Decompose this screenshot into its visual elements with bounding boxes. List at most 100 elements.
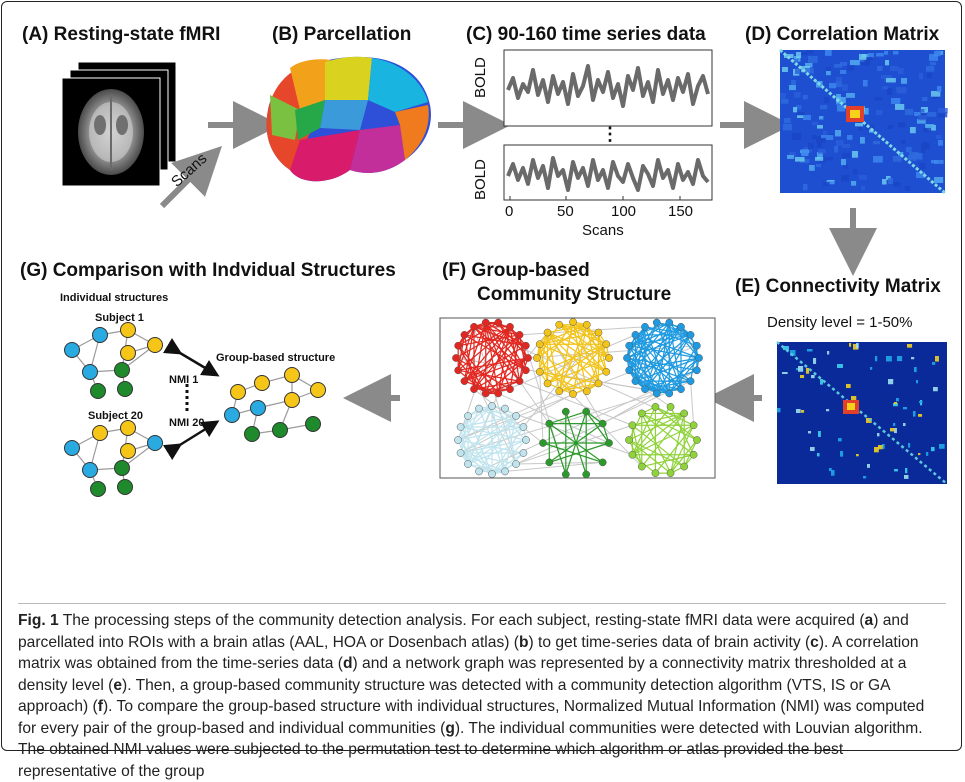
community-node xyxy=(631,377,640,385)
node xyxy=(305,416,321,432)
community-node xyxy=(582,387,591,396)
community-node xyxy=(631,331,640,339)
node xyxy=(147,435,163,451)
community-node xyxy=(680,462,689,471)
community-node xyxy=(598,419,607,428)
caption-text: The processing steps of the community de… xyxy=(18,612,925,780)
community-node xyxy=(665,389,674,398)
community-node xyxy=(561,470,570,479)
community-node xyxy=(543,328,552,337)
bold-label-top: BOLD xyxy=(472,57,489,98)
node xyxy=(117,381,133,397)
community-node xyxy=(454,366,463,375)
community-node xyxy=(494,389,503,398)
community-node xyxy=(677,385,685,394)
community-network xyxy=(439,317,716,479)
community-node xyxy=(561,407,570,416)
panel-f-title-line1: (F) Group-based xyxy=(442,260,590,281)
node xyxy=(64,342,80,358)
community-node xyxy=(501,467,509,476)
node xyxy=(92,327,108,343)
community-node xyxy=(488,402,496,410)
community-node xyxy=(598,458,607,467)
scans-arrow xyxy=(159,146,222,209)
community-node xyxy=(695,354,703,362)
community-node xyxy=(521,341,530,350)
community-node xyxy=(693,436,701,444)
timeseries-plot-top xyxy=(503,49,713,127)
node xyxy=(254,375,270,391)
community-node xyxy=(460,331,469,339)
node xyxy=(120,322,136,338)
community-node xyxy=(602,340,611,349)
community-node xyxy=(456,423,465,431)
community-node xyxy=(641,322,649,331)
community-node xyxy=(456,449,465,457)
community-node xyxy=(605,439,613,447)
community-node xyxy=(454,341,463,350)
community-node xyxy=(623,354,631,362)
community-node xyxy=(625,436,633,444)
community-node xyxy=(605,354,613,362)
community-node xyxy=(524,354,532,362)
community-node xyxy=(470,322,478,331)
node xyxy=(117,479,133,495)
xtick-150: 150 xyxy=(668,203,694,220)
group-graph xyxy=(224,367,326,442)
figure-graphics xyxy=(61,48,948,497)
node xyxy=(284,392,300,408)
community-node xyxy=(594,328,603,337)
node xyxy=(230,384,246,400)
community-node xyxy=(651,469,660,477)
community-node xyxy=(535,340,544,349)
community-node xyxy=(680,409,689,418)
panel-g-title: (G) Comparison with Indvidual Structures xyxy=(20,260,396,281)
community-node xyxy=(665,318,674,327)
figure-frame xyxy=(1,1,962,751)
community-node xyxy=(569,390,577,398)
node xyxy=(64,440,80,456)
community-node xyxy=(535,367,544,376)
community-node xyxy=(519,449,528,457)
node xyxy=(114,362,130,378)
community-node xyxy=(692,366,701,375)
community-node xyxy=(506,385,514,394)
community-node xyxy=(501,404,509,413)
panel-c-title: (C) 90-160 time series data xyxy=(466,24,706,45)
timeseries-plot-bottom xyxy=(503,144,713,201)
x-axis-ticks xyxy=(509,196,681,200)
community-node xyxy=(594,379,603,388)
node xyxy=(250,400,266,416)
community-node xyxy=(555,320,564,329)
individual-graph-subject20 xyxy=(64,420,163,497)
community-node xyxy=(582,407,591,416)
x-axis-label: Scans xyxy=(582,222,624,239)
panel-a-title: (A) Resting-state fMRI xyxy=(22,24,221,45)
community-node xyxy=(582,470,591,479)
group-based-structure-label: Group-based structure xyxy=(216,352,336,364)
node xyxy=(147,337,163,353)
node xyxy=(90,383,106,399)
community-node xyxy=(543,379,552,388)
community-node xyxy=(464,412,472,420)
figure-caption: Fig. 1 The processing steps of the commu… xyxy=(18,603,946,782)
community-node xyxy=(475,404,483,413)
node xyxy=(82,462,98,478)
community-node xyxy=(545,458,554,467)
parcellation-brain xyxy=(266,56,431,182)
community-node xyxy=(602,367,611,376)
node xyxy=(272,422,288,438)
node xyxy=(114,460,130,476)
community-node xyxy=(454,436,462,444)
community-node xyxy=(652,389,661,398)
community-node xyxy=(652,318,661,327)
community-node xyxy=(666,469,675,477)
xtick-50: 50 xyxy=(557,203,574,220)
community-node xyxy=(651,403,660,411)
community-node xyxy=(569,318,577,326)
community-node xyxy=(689,450,698,459)
node xyxy=(92,425,108,441)
panel-e-title: (E) Connectivity Matrix xyxy=(735,276,941,297)
community-node xyxy=(545,419,554,428)
community-node xyxy=(481,318,490,327)
